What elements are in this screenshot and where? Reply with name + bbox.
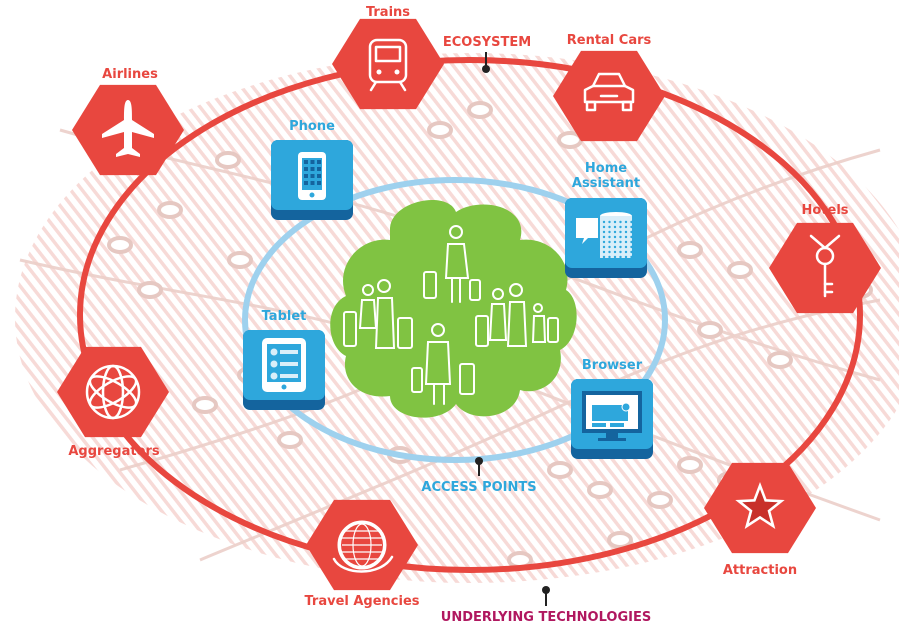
ecosystem-pin (482, 52, 490, 73)
airplane-node (72, 84, 184, 176)
browser-label: Browser (581, 358, 643, 373)
phone-access-node (271, 140, 353, 220)
tablet-access-node (243, 330, 325, 410)
hexagon-shape (332, 18, 444, 110)
phone-label: Phone (289, 119, 335, 134)
tablet-icon (262, 338, 306, 392)
train-node (332, 18, 444, 110)
phone-icon (298, 152, 326, 200)
ecosystem-ring (77, 57, 863, 573)
travelers-cloud-icon (330, 200, 577, 418)
underlying-pin (542, 586, 550, 606)
browser-icon (582, 391, 642, 441)
ecosystem-label: ECOSYSTEM (442, 35, 532, 50)
hexagon-shape (57, 346, 169, 438)
trains-label: Trains (365, 5, 411, 20)
browser-access-node (571, 379, 653, 459)
access-points-label: ACCESS POINTS (421, 480, 537, 495)
star-icon (735, 482, 785, 529)
tablet-label: Tablet (261, 309, 307, 324)
airplane-icon (102, 100, 154, 157)
underlying-technologies-label: UNDERLYING TECHNOLOGIES (440, 610, 652, 625)
home-assistant-icon (576, 212, 633, 259)
attraction-label: Attraction (722, 563, 798, 578)
hotel-key-node (769, 222, 881, 314)
globe-icon (332, 520, 394, 573)
train-icon (368, 38, 408, 92)
car-icon (583, 72, 635, 112)
hotel-key-icon (809, 234, 841, 298)
home-assistant-label: Home Assistant (571, 161, 641, 191)
car-node (553, 50, 665, 142)
globe-node (306, 499, 418, 591)
hotels-label: Hotels (801, 203, 849, 218)
network-globe-node (57, 346, 169, 438)
airlines-label: Airlines (102, 67, 158, 82)
network-globe-icon (85, 364, 141, 420)
star-node (704, 462, 816, 554)
aggregators-label: Aggregators (68, 444, 160, 459)
home-assistant-access-node (565, 198, 647, 278)
rental-cars-label: Rental Cars (566, 33, 652, 48)
access-points-ring (242, 177, 668, 463)
travel-agencies-label: Travel Agencies (304, 594, 420, 609)
access-points-pin (475, 457, 483, 476)
